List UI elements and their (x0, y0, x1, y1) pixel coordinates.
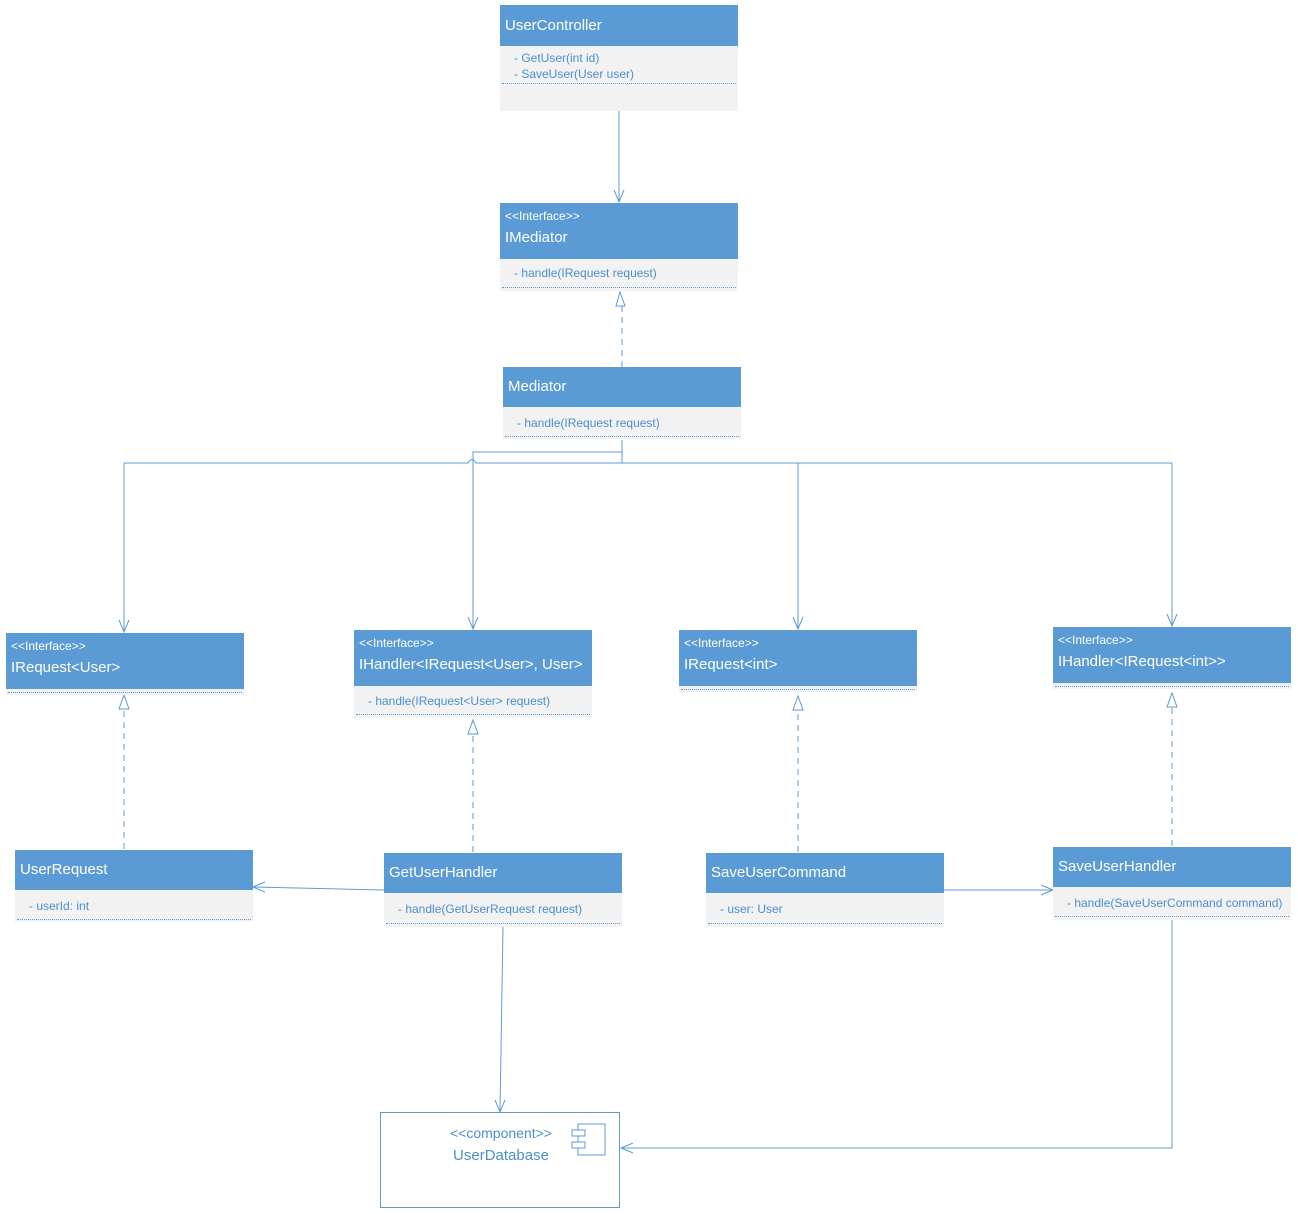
method-item: - handle(IRequest<User> request) (368, 694, 551, 708)
class-header: <<Interface>> IHandler<IRequest<User>, U… (354, 630, 592, 686)
class-name: IMediator (505, 229, 568, 246)
class-members: - handle(IRequest request) (503, 415, 741, 431)
class-name: UserController (505, 17, 602, 34)
class-ihandler-int[interactable]: <<Interface>> IHandler<IRequest<int>> (1053, 627, 1291, 689)
class-ihandler-user[interactable]: <<Interface>> IHandler<IRequest<User>, U… (354, 630, 592, 718)
class-name: SaveUserCommand (711, 864, 847, 881)
class-members: - user: User (706, 901, 944, 917)
class-get-user-handler[interactable]: GetUserHandler - handle(GetUserRequest r… (384, 853, 622, 927)
stereotype-label: <<Interface>> (684, 636, 759, 650)
class-members: - userId: int (15, 898, 253, 914)
class-members: - handle(GetUserRequest request) (384, 901, 622, 917)
edge-getuserhandler-to-userdatabase (499, 926, 504, 1113)
class-header: UserRequest (15, 850, 253, 890)
class-irequest-user[interactable]: <<Interface>> IRequest<User> (6, 633, 244, 695)
class-header: UserController (500, 5, 738, 46)
class-header: <<Interface>> IHandler<IRequest<int>> (1053, 627, 1291, 683)
divider (708, 923, 942, 924)
method-item: - handle(GetUserRequest request) (398, 902, 583, 916)
divider (386, 923, 620, 924)
class-name: IRequest<User> (11, 659, 121, 676)
class-header: GetUserHandler (384, 853, 622, 893)
field-item: - userId: int (29, 899, 90, 913)
divider (505, 436, 739, 437)
arrowhead-open (118, 619, 130, 634)
stereotype-label: <<Interface>> (11, 639, 86, 653)
class-name: GetUserHandler (389, 864, 498, 881)
class-save-user-command[interactable]: SaveUserCommand - user: User (706, 853, 944, 927)
class-mediator[interactable]: Mediator - handle(IRequest request) (503, 367, 741, 439)
divider (1055, 916, 1289, 917)
triangle-head (118, 693, 130, 710)
divider (502, 83, 736, 84)
divider (8, 692, 242, 693)
class-user-request[interactable]: UserRequest - userId: int (15, 850, 253, 922)
triangle-head (792, 694, 804, 711)
class-header: SaveUserHandler (1053, 847, 1291, 887)
class-user-controller[interactable]: UserController - GetUser(int id) - SaveU… (500, 5, 738, 111)
class-members: - handle(SaveUserCommand command) (1053, 895, 1291, 911)
class-members: - GetUser(int id) - SaveUser(User user) (500, 50, 738, 82)
edge-saveuserhandler-to-userdatabase (621, 920, 1173, 1149)
stereotype-label: <<Interface>> (505, 209, 580, 223)
stereotype-label: <<Interface>> (359, 636, 434, 650)
class-header: <<Interface>> IRequest<int> (679, 630, 917, 686)
arrowhead-open (251, 881, 266, 893)
class-name: IHandler<IRequest<User>, User> (359, 656, 583, 673)
class-name: UserRequest (20, 861, 108, 878)
class-members: - handle(IRequest<User> request) (354, 693, 592, 709)
edge-getuserhandler-to-userrequest (252, 886, 385, 891)
component-stereotype: <<component>> (450, 1125, 552, 1141)
arrowhead-open (1166, 613, 1178, 628)
arrowhead-open (619, 1142, 634, 1154)
edge-mediator-bus (124, 459, 1172, 464)
class-irequest-int[interactable]: <<Interface>> IRequest<int> (679, 630, 917, 692)
divider (17, 919, 251, 920)
divider (356, 714, 590, 715)
class-name: IHandler<IRequest<int>> (1058, 653, 1226, 670)
triangle-head (467, 718, 479, 735)
method-item: - handle(IRequest request) (514, 266, 657, 280)
triangle-head (615, 290, 626, 307)
method-item: - handle(IRequest request) (517, 416, 660, 430)
arrowhead-open (467, 616, 479, 631)
method-item: - handle(SaveUserCommand command) (1067, 896, 1283, 910)
edge-mediator-to-ihandler-user-route (472, 451, 622, 629)
field-item: - user: User (720, 902, 783, 916)
divider (1055, 686, 1289, 687)
class-header: <<Interface>> IRequest<User> (6, 633, 244, 689)
stereotype-label: <<Interface>> (1058, 633, 1133, 647)
divider (681, 689, 915, 690)
class-header: Mediator (503, 367, 741, 407)
class-members: - handle(IRequest request) (500, 265, 738, 281)
class-name: IRequest<int> (684, 656, 778, 673)
class-header: <<Interface>> IMediator (500, 203, 738, 259)
divider (502, 287, 736, 288)
component-icon (571, 1123, 606, 1156)
method-item: - SaveUser(User user) (514, 67, 635, 81)
class-imediator[interactable]: <<Interface>> IMediator - handle(IReques… (500, 203, 738, 291)
arrowhead-open (792, 616, 804, 631)
component-user-database[interactable]: <<component>> UserDatabase (380, 1112, 620, 1208)
method-item: - GetUser(int id) (514, 51, 600, 65)
class-name: Mediator (508, 378, 567, 395)
class-header: SaveUserCommand (706, 853, 944, 893)
triangle-head (1166, 691, 1178, 708)
arrowhead-open (613, 189, 625, 204)
component-name: UserDatabase (453, 1147, 549, 1164)
class-name: SaveUserHandler (1058, 858, 1177, 875)
class-save-user-handler[interactable]: SaveUserHandler - handle(SaveUserCommand… (1053, 847, 1291, 920)
